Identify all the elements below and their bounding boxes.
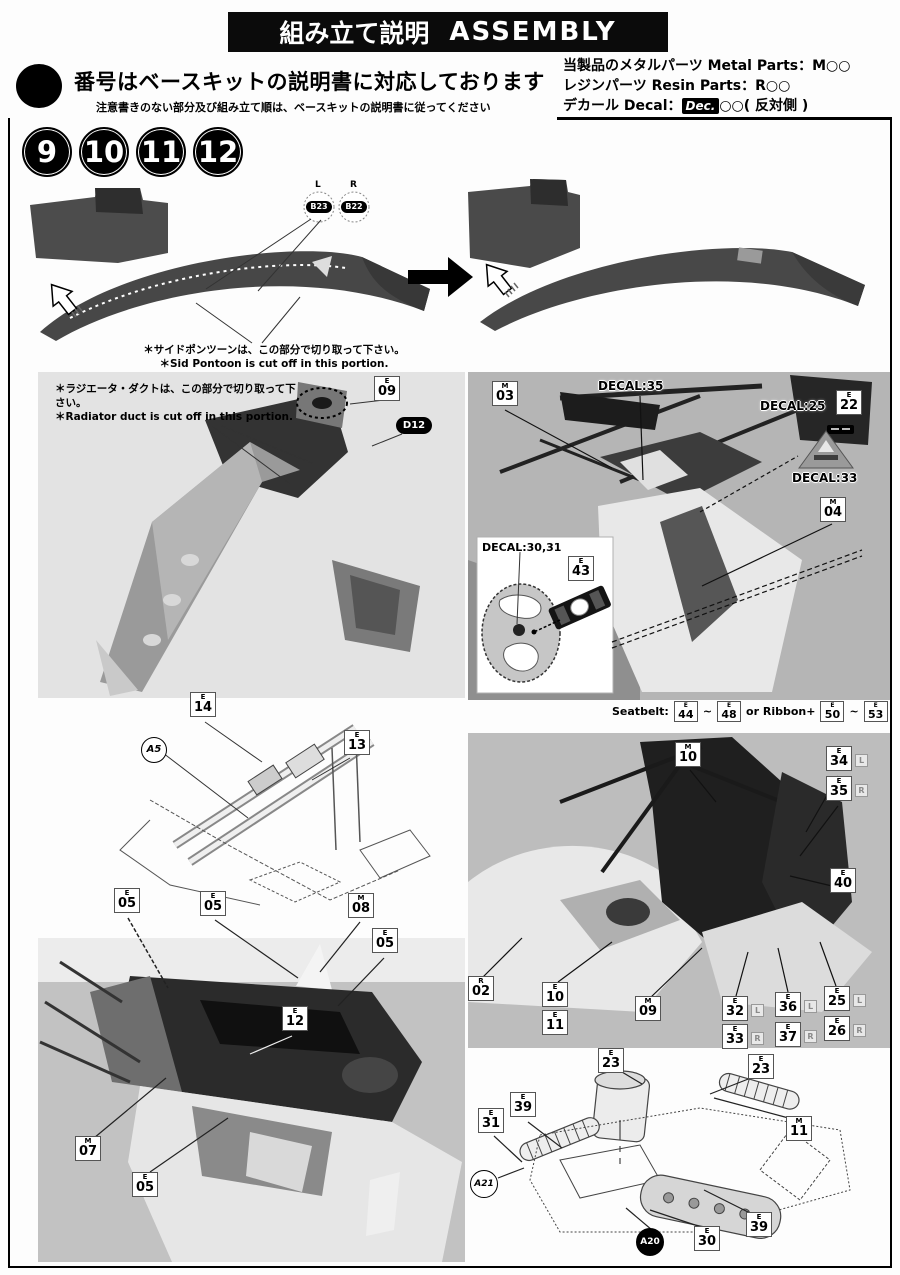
seatbelt-label: Seatbelt: xyxy=(612,705,669,718)
title-japanese: 組み立て説明 xyxy=(279,19,430,48)
frame-right xyxy=(890,118,892,1268)
title-english: ASSEMBLY xyxy=(449,17,617,47)
photo-cockpit xyxy=(468,733,890,1048)
suffix-r: R xyxy=(804,1030,817,1043)
step-number-12: 12 xyxy=(193,127,243,177)
arrow-icon xyxy=(408,257,473,297)
suffix-r: R xyxy=(853,1024,866,1037)
parts-legend: 当製品のメタルパーツ Metal Parts：M○○ レジンパーツ Resin … xyxy=(563,56,897,116)
drawing-dampers xyxy=(119,721,431,906)
label-right: R xyxy=(350,180,357,190)
suffix-l: L xyxy=(751,1004,764,1017)
step-number-10: 10 xyxy=(79,127,129,177)
part-label-d12: D12 xyxy=(396,417,432,434)
intro-note-main: 番号はベースキットの説明書に対応しております xyxy=(74,70,545,94)
legend-resin-parts: レジンパーツ Resin Parts：R○○ xyxy=(563,78,791,94)
dec-badge: Dec. xyxy=(681,98,720,114)
part-label-a20: A20 xyxy=(636,1228,664,1256)
seatbelt-or: or Ribbon+ xyxy=(746,705,816,718)
photo-monocoque-top xyxy=(38,917,465,1262)
step-number-9: 9 xyxy=(22,127,72,177)
part-label-a21: A21 xyxy=(470,1170,498,1198)
decal-33-label: DECAL:33 xyxy=(792,471,858,485)
suffix-l: L xyxy=(855,754,868,767)
legend-metal-parts: 当製品のメタルパーツ Metal Parts：M○○ xyxy=(563,58,851,74)
page-title-bar: 組み立て説明 ASSEMBLY xyxy=(228,12,668,52)
decal-35-label: DECAL:35 xyxy=(598,379,664,393)
drawing-engine xyxy=(493,1070,851,1239)
suffix-l: L xyxy=(804,1000,817,1013)
suffix-r: R xyxy=(855,784,868,797)
part-label-b22: B22 xyxy=(341,201,367,213)
photo-cowl-before xyxy=(30,188,430,344)
photo-chassis-decals xyxy=(468,372,890,700)
part-label-a5: A5 xyxy=(141,737,167,763)
frame-top-segment xyxy=(557,117,892,120)
suffix-r: R xyxy=(751,1032,764,1045)
step-number-11: 11 xyxy=(136,127,186,177)
note-radiator-duct: ＊ラジエータ・ダクトは、この部分で切り取って下さい。 ＊Radiator duc… xyxy=(55,383,296,424)
decal-25-label: DECAL:25 xyxy=(760,399,826,413)
decal-30-31-label: DECAL:30,31 xyxy=(482,541,562,554)
intro-note-sub: 注意書きのない部分及び組み立て順は、ベースキットの説明書に従ってください xyxy=(96,101,491,114)
note-side-pontoon: ＊サイドポンツーンは、この部分で切り取って下さい。 ＊Sid Pontoon i… xyxy=(143,344,405,371)
frame-bottom xyxy=(8,1266,892,1268)
frame-left xyxy=(8,118,10,1268)
suffix-l: L xyxy=(853,994,866,1007)
part-label-b23: B23 xyxy=(306,201,332,213)
bullet-circle-icon xyxy=(16,64,62,108)
legend-decal: デカール Decal：Dec.○○( 反対側 ) xyxy=(563,98,809,114)
label-left: L xyxy=(315,180,321,190)
photo-radiator-duct xyxy=(38,372,465,698)
photo-cowl-after xyxy=(468,179,865,331)
